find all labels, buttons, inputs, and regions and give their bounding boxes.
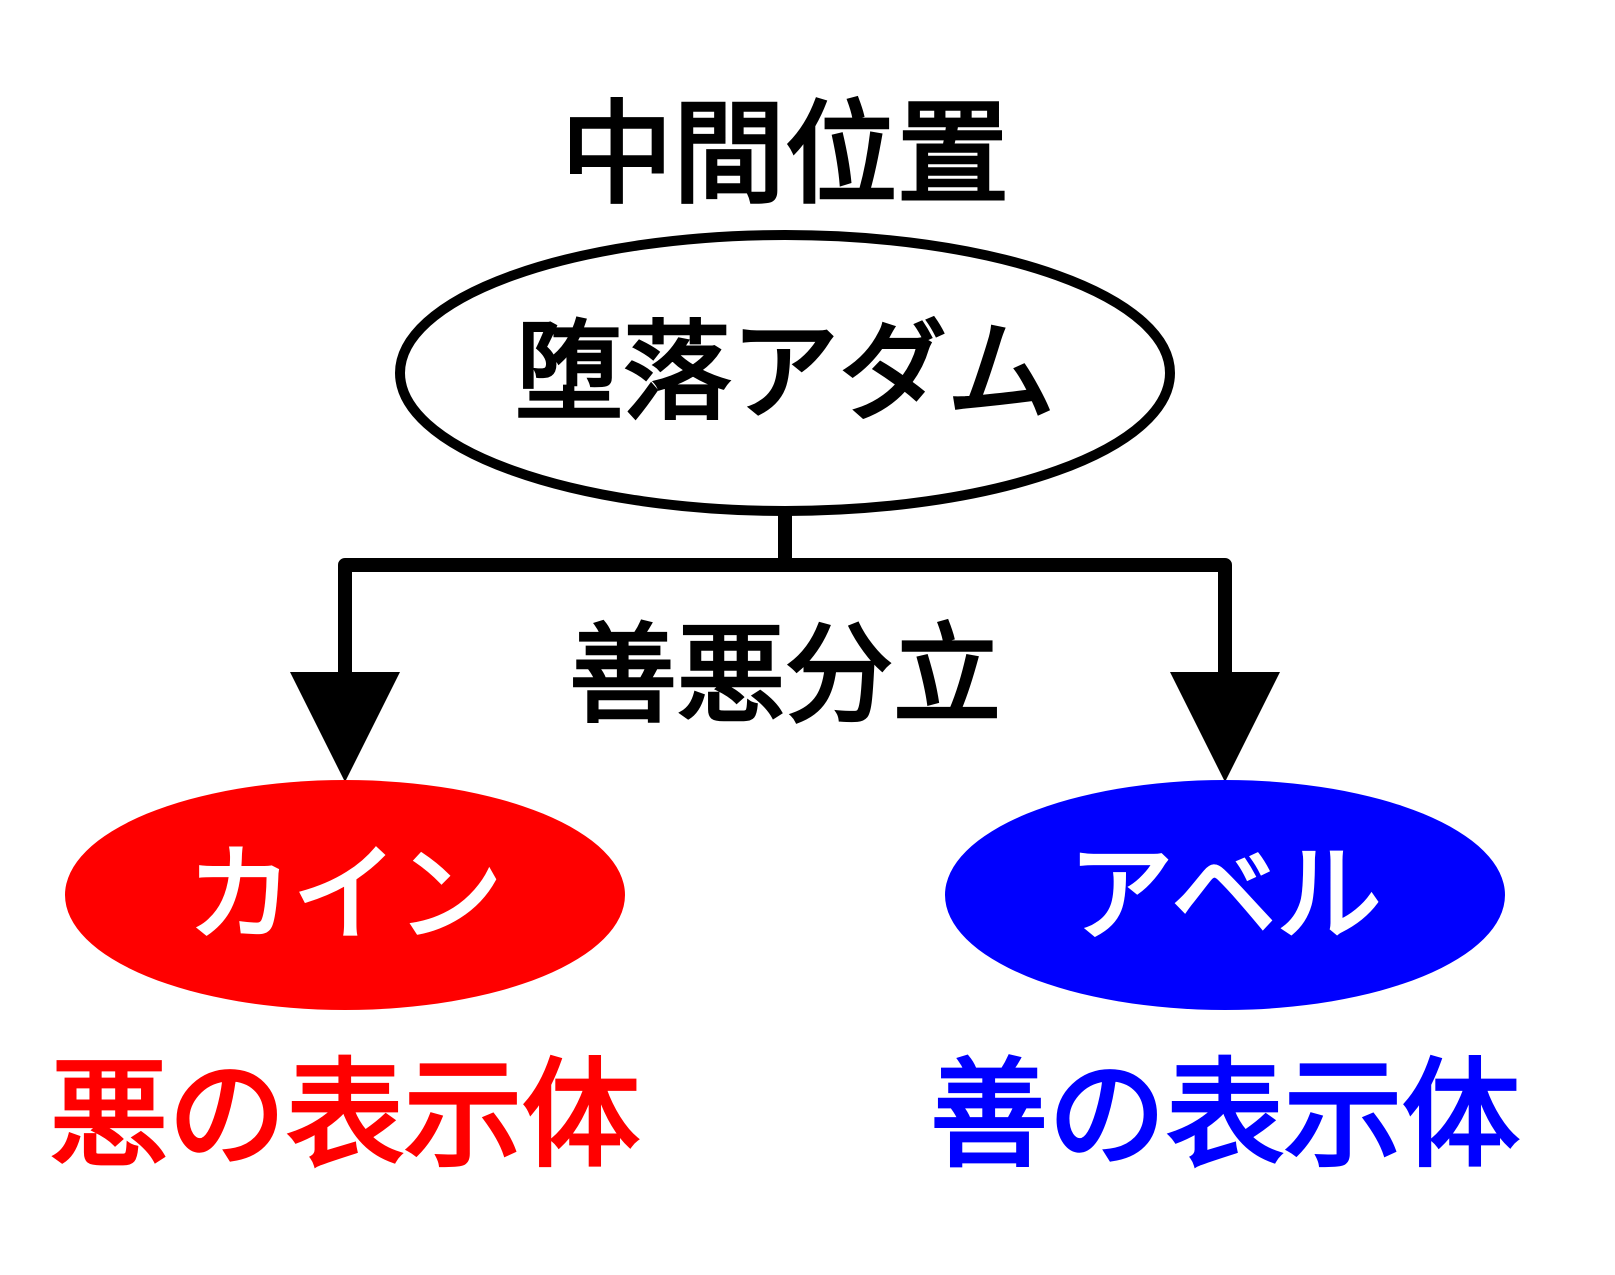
- parent-node-label: 堕落アダム: [515, 311, 1055, 436]
- left-node-label: カイン: [187, 834, 502, 956]
- diagram-title: 中間位置: [561, 90, 1009, 220]
- right-node-label: アベル: [1069, 834, 1382, 956]
- right-node-caption: 善の表示体: [930, 1046, 1520, 1184]
- branch-connector: [338, 508, 1232, 675]
- right-node-ellipse: [945, 780, 1505, 1010]
- left-node-caption: 悪の表示体: [50, 1046, 640, 1184]
- split-label: 善悪分立: [569, 614, 1001, 739]
- connector-branch: [338, 558, 1232, 675]
- left-node-ellipse: [65, 780, 625, 1010]
- right-arrowhead-icon: [1170, 672, 1280, 782]
- left-arrowhead-icon: [290, 672, 400, 782]
